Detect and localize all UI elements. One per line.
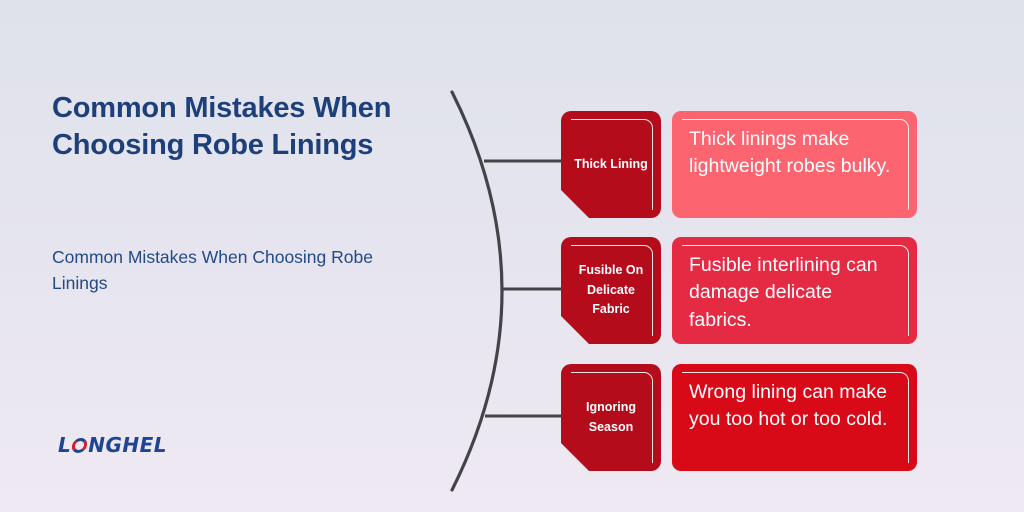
description-box-fusible-on-delicate-fabric: Fusible interlining can damage delicate … <box>672 237 917 344</box>
label-text: Thick Lining <box>574 156 648 171</box>
page-subtitle: Common Mistakes When Choosing Robe Linin… <box>52 247 373 294</box>
label-box-fusible-on-delicate-fabric: Fusible On Delicate Fabric <box>561 237 661 344</box>
description-text: Fusible interlining can damage delicate … <box>689 254 878 331</box>
longhel-logo: L NGHEL <box>58 432 167 458</box>
label-box-ignoring-season: Ignoring Season <box>561 364 661 471</box>
label-box-thick-lining: Thick Lining <box>561 111 661 218</box>
curved-bracket-line <box>450 90 504 492</box>
description-text: Thick linings make lightweight robes bul… <box>689 128 891 178</box>
description-text: Wrong lining can make you too hot or too… <box>689 381 888 431</box>
label-text: Ignoring Season <box>586 400 636 434</box>
label-text: Fusible On Delicate Fabric <box>578 263 644 317</box>
description-box-thick-lining: Thick linings make lightweight robes bul… <box>672 111 917 218</box>
logo-text-end: NGHEL <box>88 433 168 457</box>
page-title: Common Mistakes When Choosing Robe Linin… <box>52 92 392 162</box>
logo-text-start: L <box>58 433 72 457</box>
description-box-ignoring-season: Wrong lining can make you too hot or too… <box>672 364 917 471</box>
